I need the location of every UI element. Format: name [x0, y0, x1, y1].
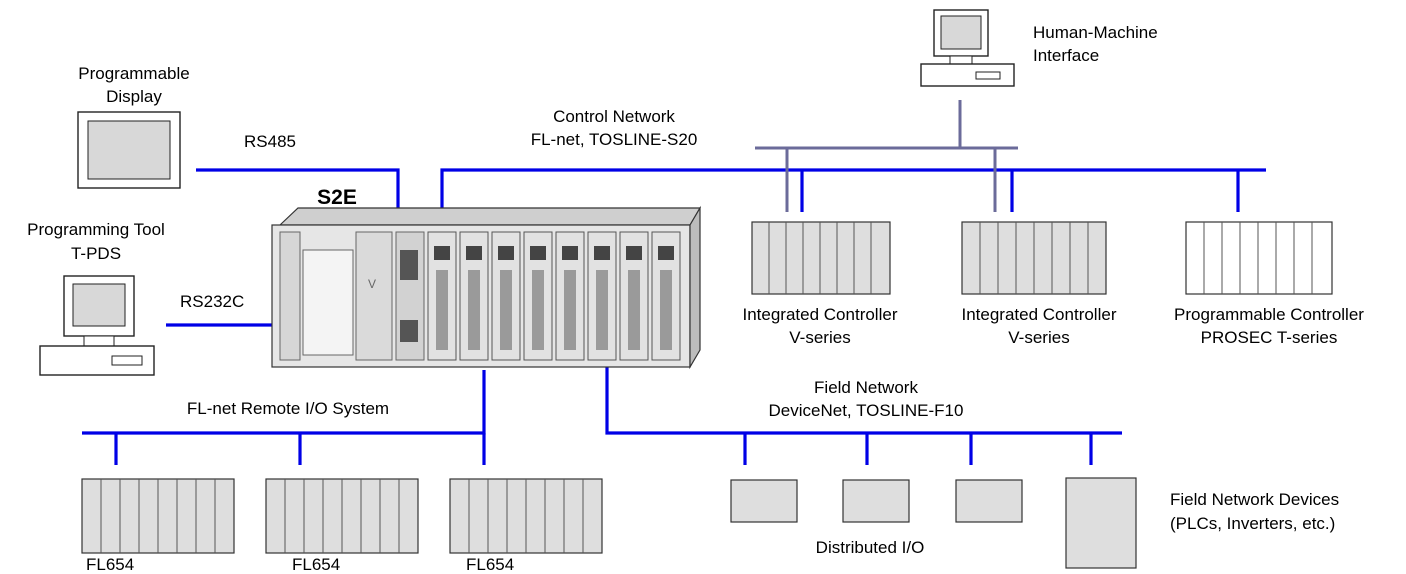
distributed-io-box-1	[730, 479, 798, 523]
plc-name-label: S2E	[317, 186, 357, 209]
svg-text:V: V	[368, 277, 376, 291]
programmable-controller-t-rack	[1185, 221, 1333, 295]
programming-tool-computer-icon	[39, 275, 155, 376]
field-devices-label-line1: Field Network Devices	[1170, 490, 1339, 509]
rs485-line	[196, 168, 400, 212]
integrated-controller-v2-rack	[961, 221, 1107, 295]
control-network-label-line2: FL-net, TOSLINE-S20	[531, 130, 698, 149]
remote-io-rack-2	[265, 478, 419, 554]
controller-v1-label-line2: V-series	[789, 328, 850, 347]
controller-v2-label-line2: V-series	[1008, 328, 1069, 347]
programmable-display-label-line1: Programmable	[78, 64, 190, 83]
field-network-label-line2: DeviceNet, TOSLINE-F10	[769, 401, 964, 420]
controller-t-label-line2: PROSEC T-series	[1201, 328, 1338, 347]
remote-unit-label-2: FL654	[292, 555, 340, 574]
s2e-plc-icon: V	[271, 205, 702, 370]
controller-t-label-line1: Programmable Controller	[1174, 305, 1364, 324]
distributed-io-label: Distributed I/O	[816, 538, 925, 557]
remote-io-label: FL-net Remote I/O System	[187, 399, 389, 418]
network-lines	[82, 100, 1266, 465]
programmable-display-label-line2: Display	[106, 87, 162, 106]
distributed-io-box-3	[955, 479, 1023, 523]
control-network-bus	[440, 168, 1266, 212]
field-network-device-box	[1065, 477, 1137, 569]
remote-unit-label-3: FL654	[466, 555, 514, 574]
remote-io-rack-3	[449, 478, 603, 554]
rs485-label: RS485	[244, 132, 296, 151]
hmi-computer-icon	[920, 9, 1015, 87]
distributed-io-box-2	[842, 479, 910, 523]
field-network-bus	[605, 352, 1122, 435]
remote-unit-label-1: FL654	[86, 555, 134, 574]
integrated-controller-v1-rack	[751, 221, 891, 295]
controller-v2-label-line1: Integrated Controller	[962, 305, 1117, 324]
programmable-display-icon	[77, 111, 181, 189]
programming-tool-label-line1: Programming Tool	[27, 220, 165, 239]
field-network-label-line1: Field Network	[814, 378, 918, 397]
rs232c-label: RS232C	[180, 292, 244, 311]
controller-v1-label-line1: Integrated Controller	[743, 305, 898, 324]
field-devices-label-line2: (PLCs, Inverters, etc.)	[1170, 514, 1335, 533]
hmi-label-line1: Human-Machine	[1033, 23, 1158, 42]
control-network-label-line1: Control Network	[553, 107, 675, 126]
remote-io-rack-1	[81, 478, 235, 554]
hmi-label-line2: Interface	[1033, 46, 1099, 65]
programming-tool-label-line2: T-PDS	[71, 244, 121, 263]
